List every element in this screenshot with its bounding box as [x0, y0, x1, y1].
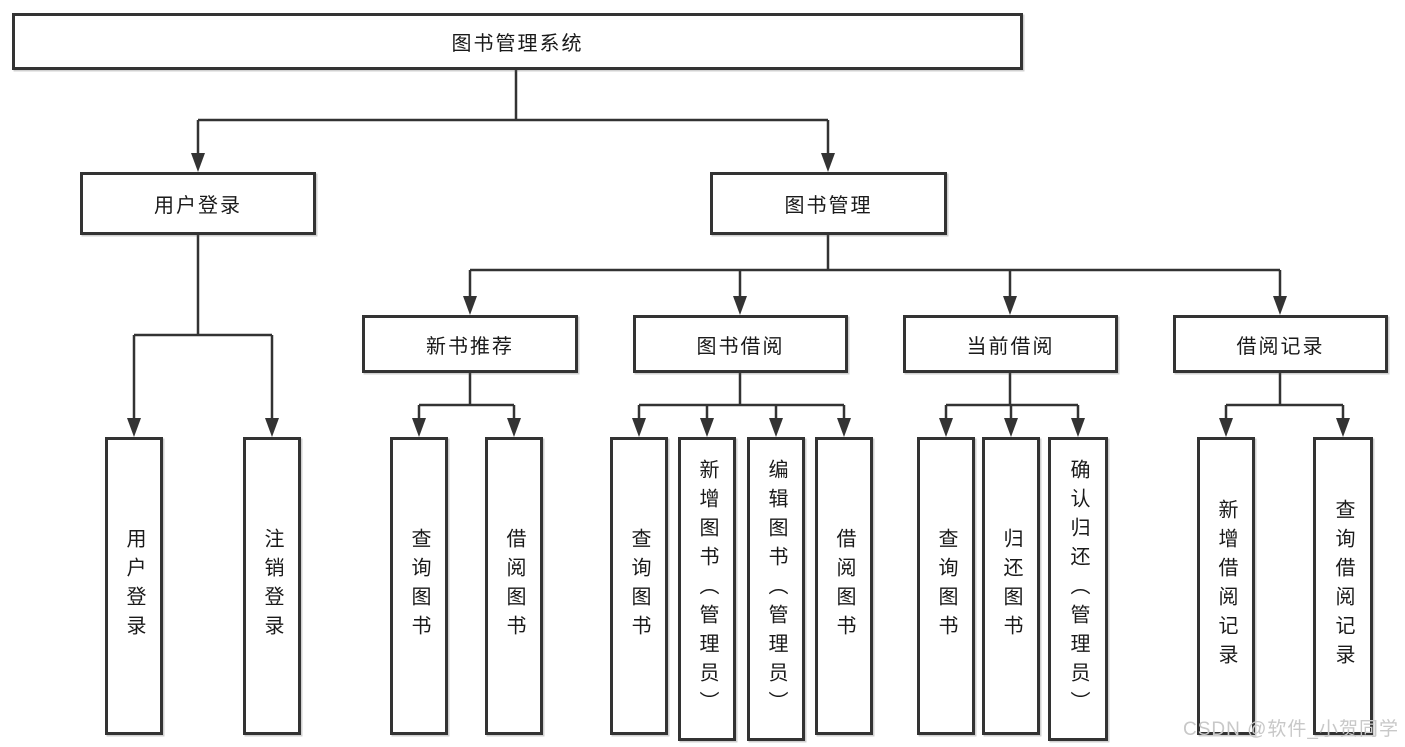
- leaf-add-book-admin: 新增图书（管理员）: [678, 437, 736, 741]
- leaf-query-books-current: 查询图书: [917, 437, 975, 735]
- connector-paths: [132, 70, 1345, 418]
- node-book-borrow: 图书借阅: [633, 315, 848, 373]
- node-current-borrow: 当前借阅: [903, 315, 1118, 373]
- leaf-user-login: 用户登录: [105, 437, 163, 735]
- node-book-management: 图书管理: [710, 172, 947, 235]
- leaf-edit-book-admin: 编辑图书（管理员）: [747, 437, 805, 741]
- leaf-logout: 注销登录: [243, 437, 301, 735]
- arrowheads: [127, 153, 1350, 437]
- node-user-login: 用户登录: [80, 172, 316, 235]
- leaf-borrow-books-recommend: 借阅图书: [485, 437, 543, 735]
- leaf-borrow-book: 借阅图书: [815, 437, 873, 735]
- watermark-text: CSDN @软件_小贺同学: [1183, 719, 1399, 740]
- leaf-query-books-recommend: 查询图书: [390, 437, 448, 735]
- node-root-system: 图书管理系统: [12, 13, 1023, 70]
- leaf-return-book: 归还图书: [982, 437, 1040, 735]
- node-borrow-records: 借阅记录: [1173, 315, 1388, 373]
- node-new-book-recommend: 新书推荐: [362, 315, 578, 373]
- leaf-add-borrow-record: 新增借阅记录: [1197, 437, 1255, 735]
- leaf-confirm-return-admin: 确认归还（管理员）: [1048, 437, 1108, 741]
- leaf-query-books-borrow: 查询图书: [610, 437, 668, 735]
- leaf-query-borrow-record: 查询借阅记录: [1313, 437, 1373, 735]
